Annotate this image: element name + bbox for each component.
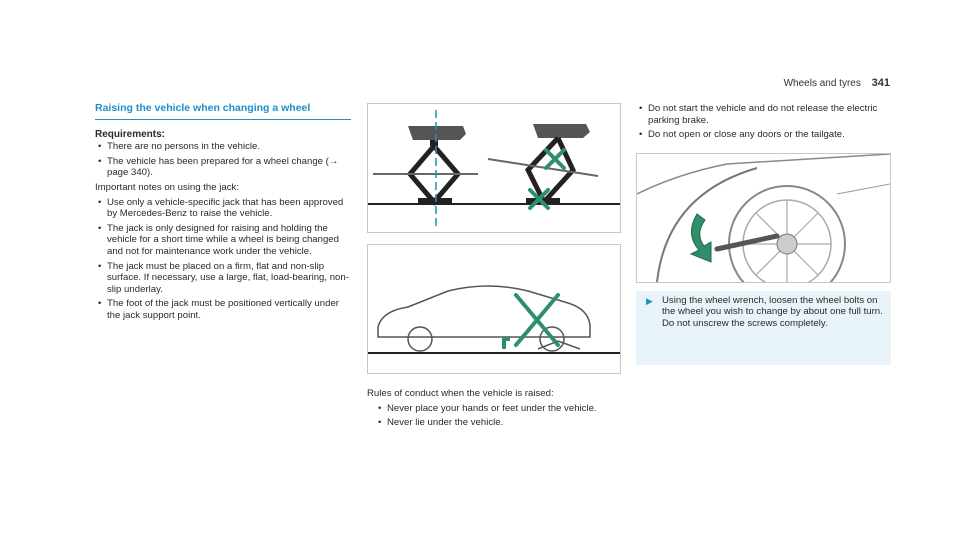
safety-list: •Do not start the vehicle and do not rel… <box>636 103 891 141</box>
list-item: •Never place your hands or feet under th… <box>378 402 597 414</box>
bullet: • <box>378 402 382 414</box>
jack-notes-list: •Use only a vehicle-specific jack that h… <box>95 197 351 322</box>
action-text: Using the wheel wrench, loosen the wheel… <box>662 294 883 329</box>
notes-intro: Important notes on using the jack: <box>95 181 239 193</box>
bullet: • <box>98 298 102 310</box>
header-title: Wheels and tyres <box>783 78 861 89</box>
list-item: •The jack must be placed on a firm, flat… <box>98 260 349 295</box>
list-item: •Do not open or close any doors or the t… <box>639 129 845 141</box>
list-item: •Never lie under the vehicle. <box>378 417 504 429</box>
list-item: •The jack is only designed for raising a… <box>98 222 339 257</box>
column-right: •Do not start the vehicle and do not rel… <box>636 103 891 365</box>
action-step: ▶ Using the wheel wrench, loosen the whe… <box>636 290 891 365</box>
rotation-arrow-icon <box>689 213 712 263</box>
list-item: •The vehicle has been prepared for a whe… <box>98 155 339 179</box>
figure-raised-vehicle <box>367 244 621 374</box>
requirements-list: •There are no persons in the vehicle. •T… <box>95 141 351 179</box>
bullet: • <box>98 222 102 234</box>
bullet: • <box>639 129 643 141</box>
cross-warning-icon <box>528 148 566 210</box>
rules-intro: Rules of conduct when the vehicle is rai… <box>367 388 554 399</box>
bullet: • <box>639 103 643 114</box>
figure-jack-positioning <box>367 103 621 233</box>
bullet: • <box>98 155 102 167</box>
running-header: Wheels and tyres 341 <box>784 77 890 89</box>
column-left: Raising the vehicle when changing a whee… <box>95 102 351 325</box>
action-arrow-icon: ▶ <box>646 295 653 306</box>
bullet: • <box>98 141 102 153</box>
jack-icon <box>368 110 620 228</box>
wheel-wrench-icon <box>637 153 890 282</box>
list-item: •The foot of the jack must be positioned… <box>98 298 339 321</box>
list-item: •Do not start the vehicle and do not rel… <box>639 103 878 126</box>
section-title: Raising the vehicle when changing a whee… <box>95 102 351 120</box>
cross-warning-icon <box>514 293 560 347</box>
rules-list: •Never place your hands or feet under th… <box>375 403 621 429</box>
vehicle-icon <box>368 285 620 354</box>
page-number: 341 <box>871 77 890 89</box>
list-item: •Use only a vehicle-specific jack that h… <box>98 196 344 220</box>
list-item: •There are no persons in the vehicle. <box>98 141 261 153</box>
bullet: • <box>378 417 382 429</box>
figure-loosen-wheel-bolts <box>636 152 891 283</box>
column-middle: Rules of conduct when the vehicle is rai… <box>367 103 621 432</box>
requirements-heading: Requirements: <box>95 128 166 140</box>
bullet: • <box>98 196 102 208</box>
bullet: • <box>98 260 102 272</box>
